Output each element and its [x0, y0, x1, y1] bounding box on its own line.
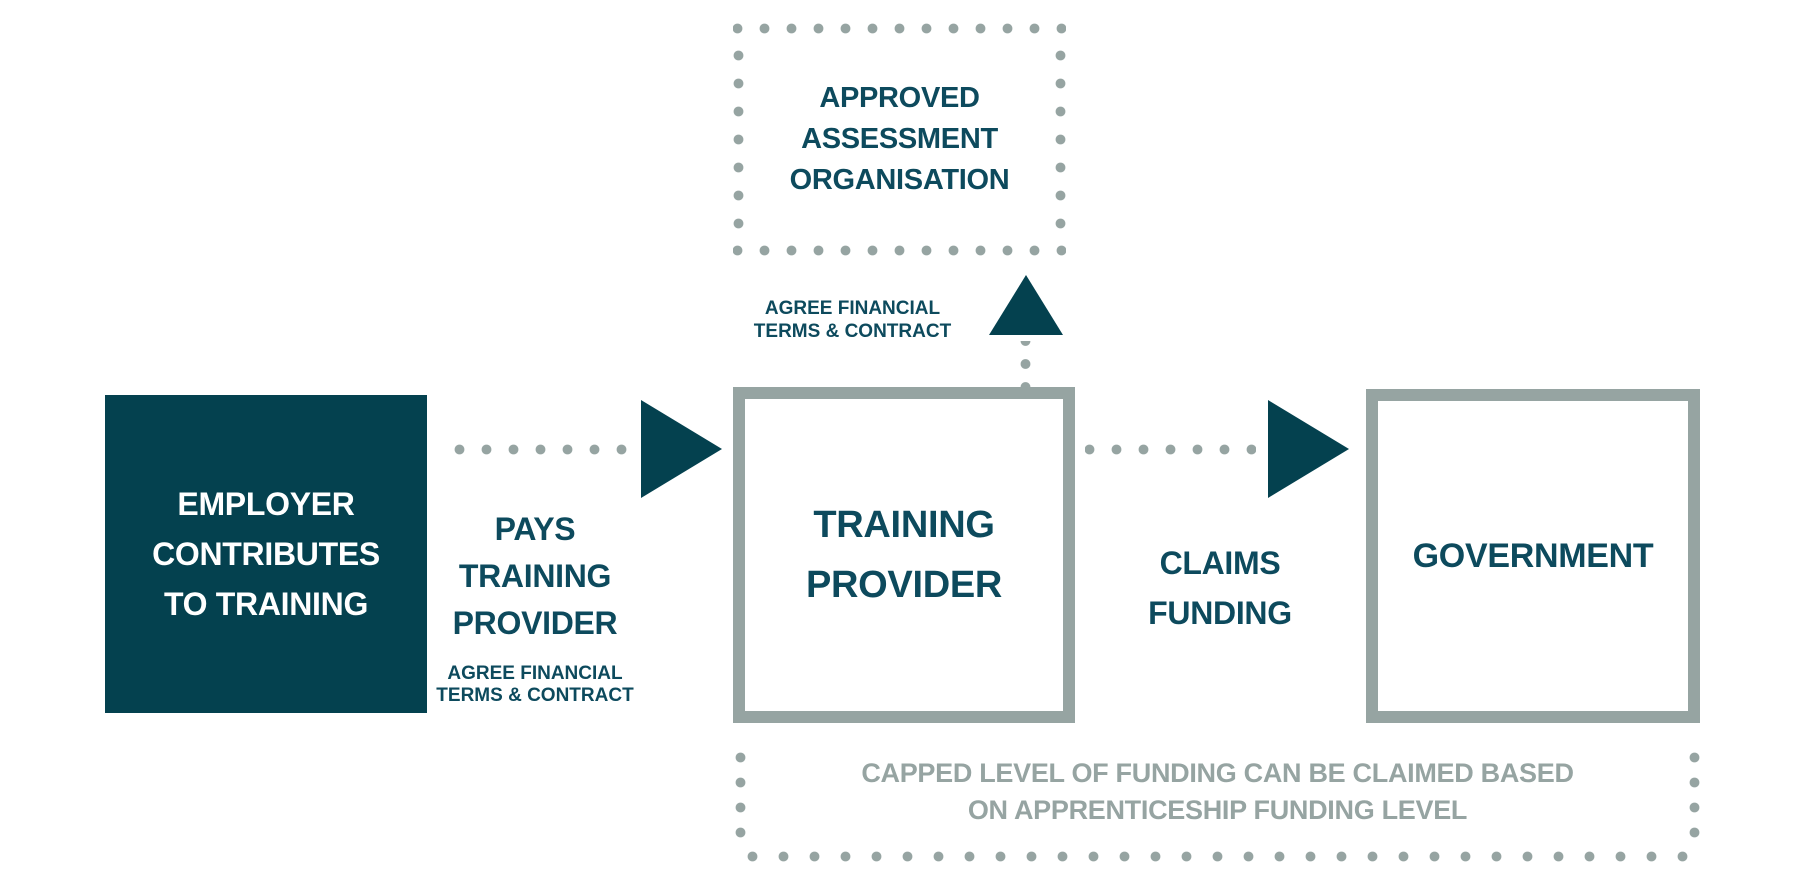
government-label: GOVERNMENT [1412, 536, 1654, 575]
arrowhead-right-icon [1268, 400, 1349, 498]
dotted-connector-vertical [1020, 341, 1031, 387]
agree-terms-line: AGREE FINANCIAL [447, 663, 623, 684]
government-box: GOVERNMENT [1366, 389, 1700, 723]
dotted-border-left [735, 745, 746, 845]
pays-training-provider-label: PAYS TRAINING PROVIDER AGREE FINANCIAL T… [425, 506, 645, 707]
pays-label-line: TRAINING [458, 558, 612, 594]
dotted-border-top [733, 23, 1066, 34]
assessment-organisation-label: APPROVED ASSESSMENT ORGANISATION [733, 23, 1066, 256]
funding-cap-label: CAPPED LEVEL OF FUNDING CAN BE CLAIMED B… [735, 755, 1700, 829]
dotted-border-left [733, 37, 744, 242]
training-provider-box: TRAINING PROVIDER [733, 387, 1075, 723]
dotted-connector-pays [450, 444, 631, 455]
dotted-border-right [1055, 37, 1066, 242]
dotted-border-bottom [735, 851, 1700, 862]
training-provider-label-line: TRAINING [813, 504, 995, 546]
claims-funding-label: CLAIMS FUNDING [1115, 538, 1325, 638]
agree-terms-line: TERMS & CONTRACT [753, 321, 952, 342]
dotted-connector-claims [1085, 444, 1256, 455]
claims-label-line: CLAIMS [1159, 545, 1281, 581]
assessment-label-line: ASSESSMENT [801, 123, 998, 155]
agree-terms-contract-sublabel: AGREE FINANCIAL TERMS & CONTRACT [425, 663, 645, 707]
employer-label-line: TO TRAINING [163, 586, 369, 622]
claims-label-line: FUNDING [1148, 595, 1292, 631]
pays-label-line: PAYS [494, 511, 576, 547]
arrowhead-right-icon [641, 400, 722, 498]
dotted-border-bottom [733, 245, 1066, 256]
training-provider-label-line: PROVIDER [805, 564, 1003, 606]
funding-cap-box: CAPPED LEVEL OF FUNDING CAN BE CLAIMED B… [735, 745, 1700, 862]
dotted-border-right [1689, 745, 1700, 845]
agree-terms-contract-label: AGREE FINANCIAL TERMS & CONTRACT [740, 297, 965, 343]
employer-label-line: CONTRIBUTES [152, 536, 380, 572]
funding-cap-line: CAPPED LEVEL OF FUNDING CAN BE CLAIMED B… [861, 758, 1574, 788]
assessment-organisation-box: APPROVED ASSESSMENT ORGANISATION [733, 23, 1066, 256]
assessment-label-line: APPROVED [819, 82, 980, 114]
agree-terms-line: AGREE FINANCIAL [764, 298, 941, 319]
pays-label-line: PROVIDER [452, 605, 618, 641]
arrowhead-up-icon [989, 275, 1063, 335]
employer-label-line: EMPLOYER [177, 486, 355, 522]
funding-cap-line: ON APPRENTICESHIP FUNDING LEVEL [967, 795, 1468, 825]
assessment-label-line: ORGANISATION [789, 164, 1010, 196]
agree-terms-line: TERMS & CONTRACT [436, 685, 634, 706]
employer-box: EMPLOYER CONTRIBUTES TO TRAINING [105, 395, 427, 713]
